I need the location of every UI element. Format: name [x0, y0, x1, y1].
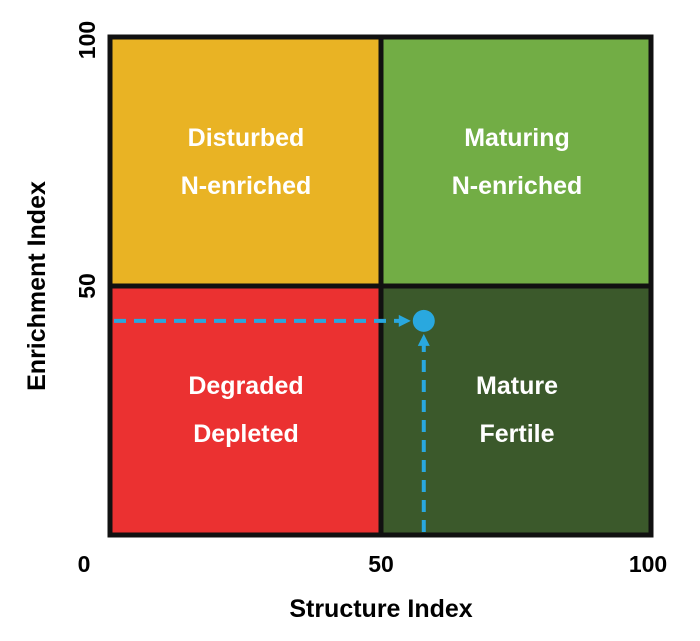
- quadrant-label-n-enriched-right: N-enriched: [452, 172, 583, 200]
- quadrant-label-depleted: Depleted: [193, 420, 299, 448]
- y-axis-title: Enrichment Index: [23, 181, 51, 391]
- quadrant-label-disturbed: Disturbed: [188, 124, 305, 152]
- quadrant-label-maturing: Maturing: [464, 124, 570, 152]
- up-arrowhead-icon: [417, 333, 430, 346]
- y-tick-50: 50: [74, 273, 100, 299]
- x-axis-title: Structure Index: [289, 595, 472, 623]
- quadrant-label-n-enriched-left: N-enriched: [181, 172, 312, 200]
- sample-position: [114, 309, 435, 532]
- y-tick-100: 100: [74, 21, 100, 59]
- quadrant-maturing-n-enriched: [381, 37, 651, 286]
- x-tick-0: 0: [78, 551, 91, 577]
- quadrant-degraded-depleted: [110, 286, 381, 535]
- quadrant-label-degraded: Degraded: [188, 372, 303, 400]
- sample-marker: [412, 309, 435, 332]
- quadrant-label-fertile: Fertile: [479, 420, 554, 448]
- right-arrowhead-icon: [398, 314, 411, 327]
- x-tick-100: 100: [629, 551, 667, 577]
- quadrant-disturbed-n-enriched: [110, 37, 381, 286]
- quadrant-label-mature: Mature: [476, 372, 558, 400]
- x-tick-50: 50: [368, 551, 394, 577]
- quadrant-borders: [107, 34, 654, 538]
